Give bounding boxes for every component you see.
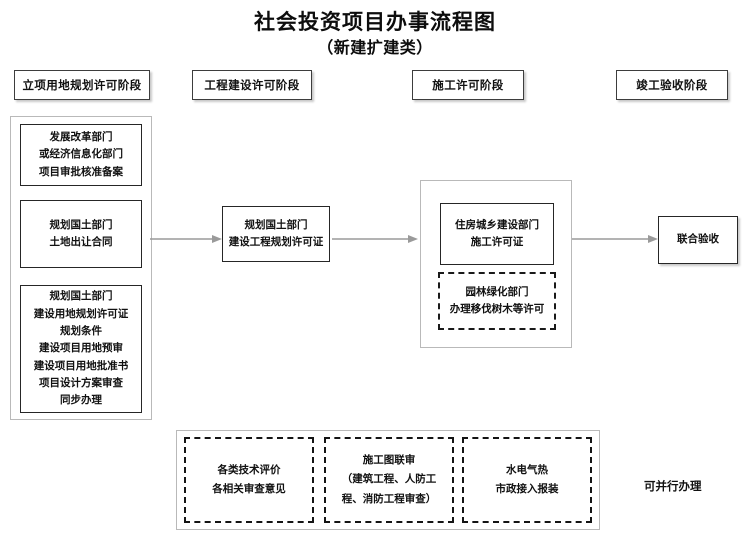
stage-2-node-1-line-1: 规划国土部门 (244, 218, 308, 231)
stage-1-node-3-line-7: 同步办理 (60, 394, 102, 407)
stage-1-node-3-line-6: 项目设计方案审查 (39, 376, 123, 389)
stage-2-node-1[interactable]: 规划国土部门 建设工程规划许可证 (222, 206, 330, 262)
stage-1-node-3[interactable]: 规划国土部门 建设用地规划许可证 规划条件 建设项目用地预审 建设项目用地批准书… (20, 285, 142, 413)
stage-header-4[interactable]: 竣工验收阶段 (616, 70, 728, 100)
stage-1-node-3-line-2: 建设用地规划许可证 (33, 307, 129, 320)
stage-4-node-1-line-1: 联合验收 (677, 233, 719, 246)
stage-3-node-2-line-1: 园林绿化部门 (465, 285, 529, 298)
stage-1-node-1[interactable]: 发展改革部门 或经济信息化部门 项目审批核准备案 (20, 124, 142, 186)
arrow-stage1-to-stage2 (150, 233, 222, 245)
parallel-box-3[interactable]: 水电气热 市政接入报装 (462, 437, 592, 523)
page-subtitle: （新建扩建类） (317, 38, 433, 57)
stage-1-node-3-line-3: 规划条件 (60, 325, 102, 338)
stage-1-node-2-line-2: 土地出让合同 (49, 236, 113, 248)
parallel-box-1-line-2: 各相关审查意见 (212, 483, 286, 495)
parallel-box-2-line-2: （建筑工程、人防工 (341, 473, 437, 486)
stage-1-node-3-line-5: 建设项目用地批准书 (33, 359, 129, 372)
stage-4-node-1[interactable]: 联合验收 (658, 216, 738, 264)
stage-header-2[interactable]: 工程建设许可阶段 (192, 70, 312, 100)
stage-1-node-1-line-3: 项目审批核准备案 (39, 165, 123, 178)
stage-3-node-1[interactable]: 住房城乡建设部门 施工许可证 (440, 203, 554, 265)
stage-1-node-2[interactable]: 规划国土部门 土地出让合同 (20, 200, 142, 268)
page-title: 社会投资项目办事流程图 (254, 10, 496, 34)
parallel-box-3-line-2: 市政接入报装 (495, 483, 559, 495)
parallel-box-2-line-3: 程、消防工程审查） (341, 492, 437, 505)
parallel-box-3-line-1: 水电气热 (506, 463, 548, 476)
stage-1-node-1-line-2: 或经济信息化部门 (39, 148, 123, 161)
stage-1-node-2-line-1: 规划国土部门 (49, 218, 113, 231)
parallel-box-1-line-1: 各类技术评价 (217, 463, 281, 476)
stage-3-node-1-line-1: 住房城乡建设部门 (455, 218, 539, 231)
stage-3-node-2-line-2: 办理移伐树木等许可 (449, 303, 545, 315)
stage-header-3[interactable]: 施工许可阶段 (412, 70, 524, 100)
arrow-stage3-to-stage4 (572, 233, 658, 245)
stage-1-node-3-line-1: 规划国土部门 (49, 290, 113, 303)
stage-header-1[interactable]: 立项用地规划许可阶段 (14, 70, 150, 100)
parallel-box-2-line-1: 施工图联审 (362, 453, 416, 466)
stage-1-node-3-line-4: 建设项目用地预审 (39, 342, 123, 355)
stage-3-node-2[interactable]: 园林绿化部门 办理移伐树木等许可 (438, 272, 556, 330)
arrow-stage2-to-stage3 (332, 233, 418, 245)
stage-3-node-1-line-2: 施工许可证 (470, 236, 524, 248)
parallel-box-2[interactable]: 施工图联审 （建筑工程、人防工 程、消防工程审查） (324, 437, 454, 523)
stage-2-node-1-line-2: 建设工程规划许可证 (228, 236, 324, 248)
stage-1-node-1-line-1: 发展改革部门 (49, 131, 113, 144)
parallel-note: 可并行办理 (644, 479, 702, 493)
parallel-box-1[interactable]: 各类技术评价 各相关审查意见 (184, 437, 314, 523)
